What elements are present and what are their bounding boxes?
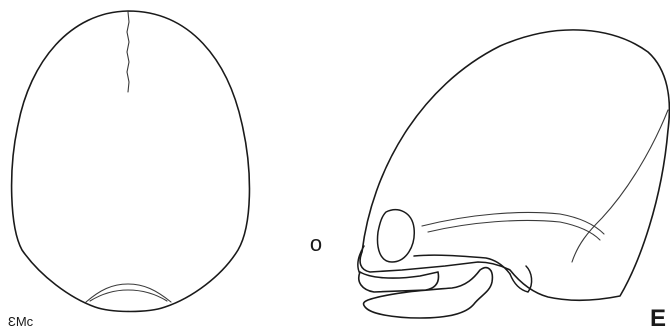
cranium-outline bbox=[360, 30, 669, 301]
skull-lateral-view bbox=[358, 30, 669, 318]
maxilla bbox=[359, 272, 439, 292]
cranial-vault-outline bbox=[12, 11, 250, 312]
artist-initials: ƐMc bbox=[8, 314, 34, 329]
panel-letter: E bbox=[650, 305, 666, 331]
separator-label: o bbox=[310, 231, 322, 256]
skull-superior-view bbox=[12, 11, 250, 312]
